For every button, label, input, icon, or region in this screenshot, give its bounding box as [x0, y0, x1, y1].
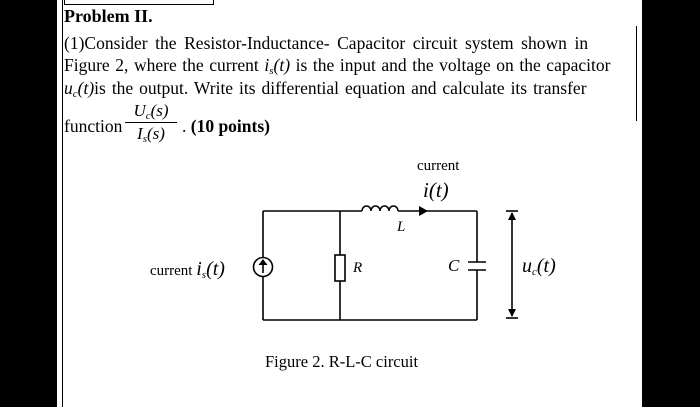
left-border: [62, 0, 63, 407]
output-var-u: u: [64, 78, 73, 98]
transfer-function-fraction: Uc(s) Is(s): [122, 101, 180, 145]
document-page: Problem II. (1)Consider the Resistor-Ind…: [57, 0, 642, 407]
input-var-i: i: [264, 55, 270, 75]
i-t-label: i(t): [423, 178, 449, 202]
voltage-arrow-up: [508, 212, 516, 220]
denominator-I: I: [137, 124, 143, 143]
points-line: . (10 points): [182, 116, 270, 136]
problem-line-1: (1)Consider the Resistor-Inductance- Cap…: [64, 33, 588, 53]
voltage-arrow-down: [508, 309, 516, 317]
current-label: current: [417, 158, 460, 174]
resistor-body: [334, 254, 346, 282]
right-border: [636, 26, 637, 121]
line2-text-a: Figure 2, where the current: [64, 55, 265, 75]
rlc-circuit-diagram: [252, 205, 518, 321]
function-word: function: [64, 116, 123, 136]
capacitor-label: C: [448, 256, 460, 275]
current-direction-arrow: [419, 206, 428, 216]
problem-title: Problem II.: [64, 6, 153, 26]
line3-text-b: is the output. Write its differential eq…: [94, 78, 587, 98]
source-arg: (t): [206, 258, 225, 280]
source-sub: s: [201, 269, 207, 281]
source-label: current is(t): [150, 258, 225, 281]
input-arg: (t): [273, 55, 291, 75]
inductor-label: L: [397, 219, 406, 235]
uc-var: u: [522, 255, 532, 277]
denominator-sub: s: [142, 133, 147, 145]
uc-sub: c: [532, 266, 537, 278]
fraction-bar: [125, 122, 177, 123]
line1-text: (1)Consider the Resistor-Inductance- Cap…: [64, 33, 589, 53]
uc-arg: (t): [536, 255, 556, 277]
numerator-arg: (s): [150, 101, 169, 120]
figure-caption: Figure 2. R-L-C circuit: [265, 352, 419, 371]
capacitor-voltage-label: uc(t): [522, 255, 556, 278]
problem-line-3: uc(t)is the output. Write its differenti…: [64, 78, 587, 100]
inductor-coil: [361, 205, 399, 212]
source-prefix: current: [150, 263, 193, 279]
denominator-arg: (s): [147, 124, 165, 143]
period: .: [182, 116, 191, 136]
points-label: (10 points): [190, 116, 270, 136]
top-tab-shape: [64, 0, 214, 5]
line2-text-b: is the input and the voltage on the capa…: [290, 55, 611, 75]
current-source-arrow-head: [258, 259, 268, 265]
current-source-circle: [252, 256, 274, 278]
problem-line-2: Figure 2, where the current is(t) is the…: [64, 55, 611, 77]
output-sub-c: c: [72, 88, 78, 100]
fraction-numerator: Uc(s): [122, 101, 180, 122]
resistor-label: R: [353, 260, 363, 276]
output-arg: (t): [77, 78, 95, 98]
numerator-U: U: [133, 101, 146, 120]
fraction-denominator: Is(s): [122, 124, 180, 145]
numerator-sub: c: [145, 110, 151, 122]
source-var: i: [196, 258, 202, 280]
input-sub-s: s: [269, 65, 274, 77]
